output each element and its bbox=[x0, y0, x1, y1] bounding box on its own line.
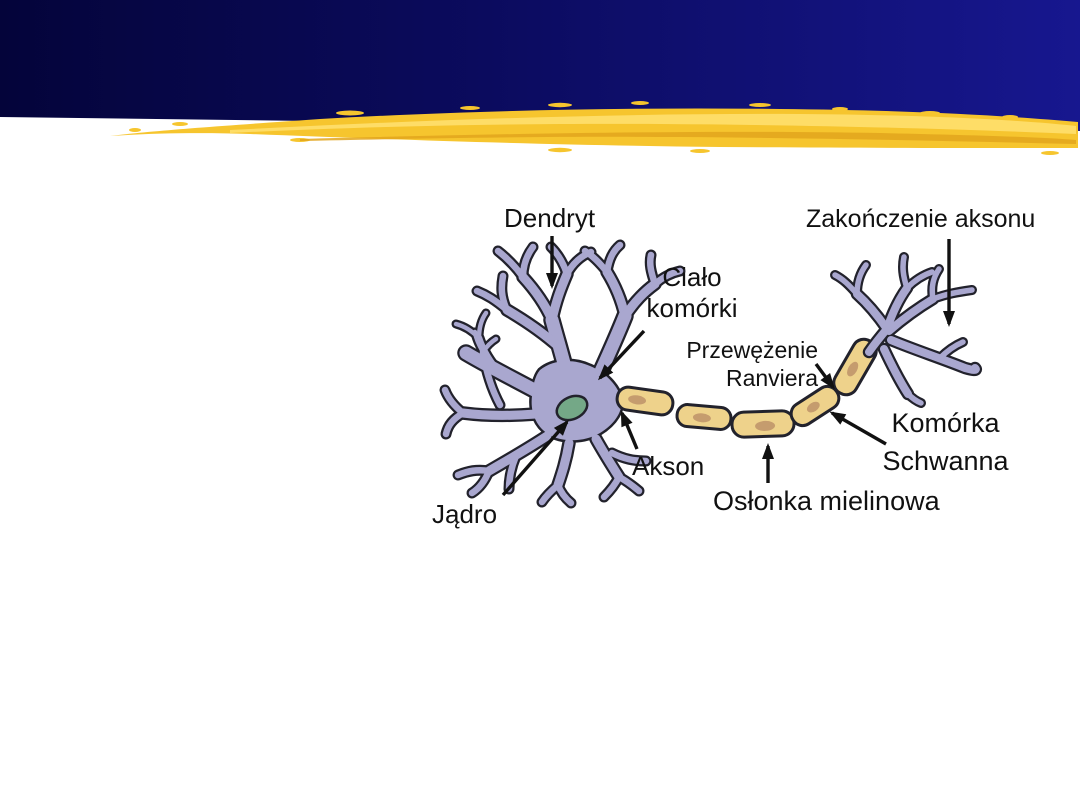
myelin-segment-1 bbox=[615, 385, 675, 417]
nucleus bbox=[555, 394, 589, 422]
brush-shadow bbox=[300, 131, 1076, 144]
brush-highlight bbox=[230, 113, 1076, 134]
brush-speckles bbox=[129, 101, 1059, 155]
arrow-jadro bbox=[501, 419, 569, 497]
arrow-akson bbox=[620, 410, 639, 450]
myelin-sheath bbox=[615, 337, 878, 439]
arrow-komorka-schwanna bbox=[829, 411, 887, 446]
arrow-cialo-komorki bbox=[597, 329, 646, 381]
brush-stroke bbox=[110, 101, 1078, 155]
annotation-arrows bbox=[501, 236, 955, 497]
header-band bbox=[0, 0, 1080, 131]
arrow-przewezenie-ranviera bbox=[814, 362, 835, 390]
schwann-nuclei bbox=[628, 361, 859, 431]
